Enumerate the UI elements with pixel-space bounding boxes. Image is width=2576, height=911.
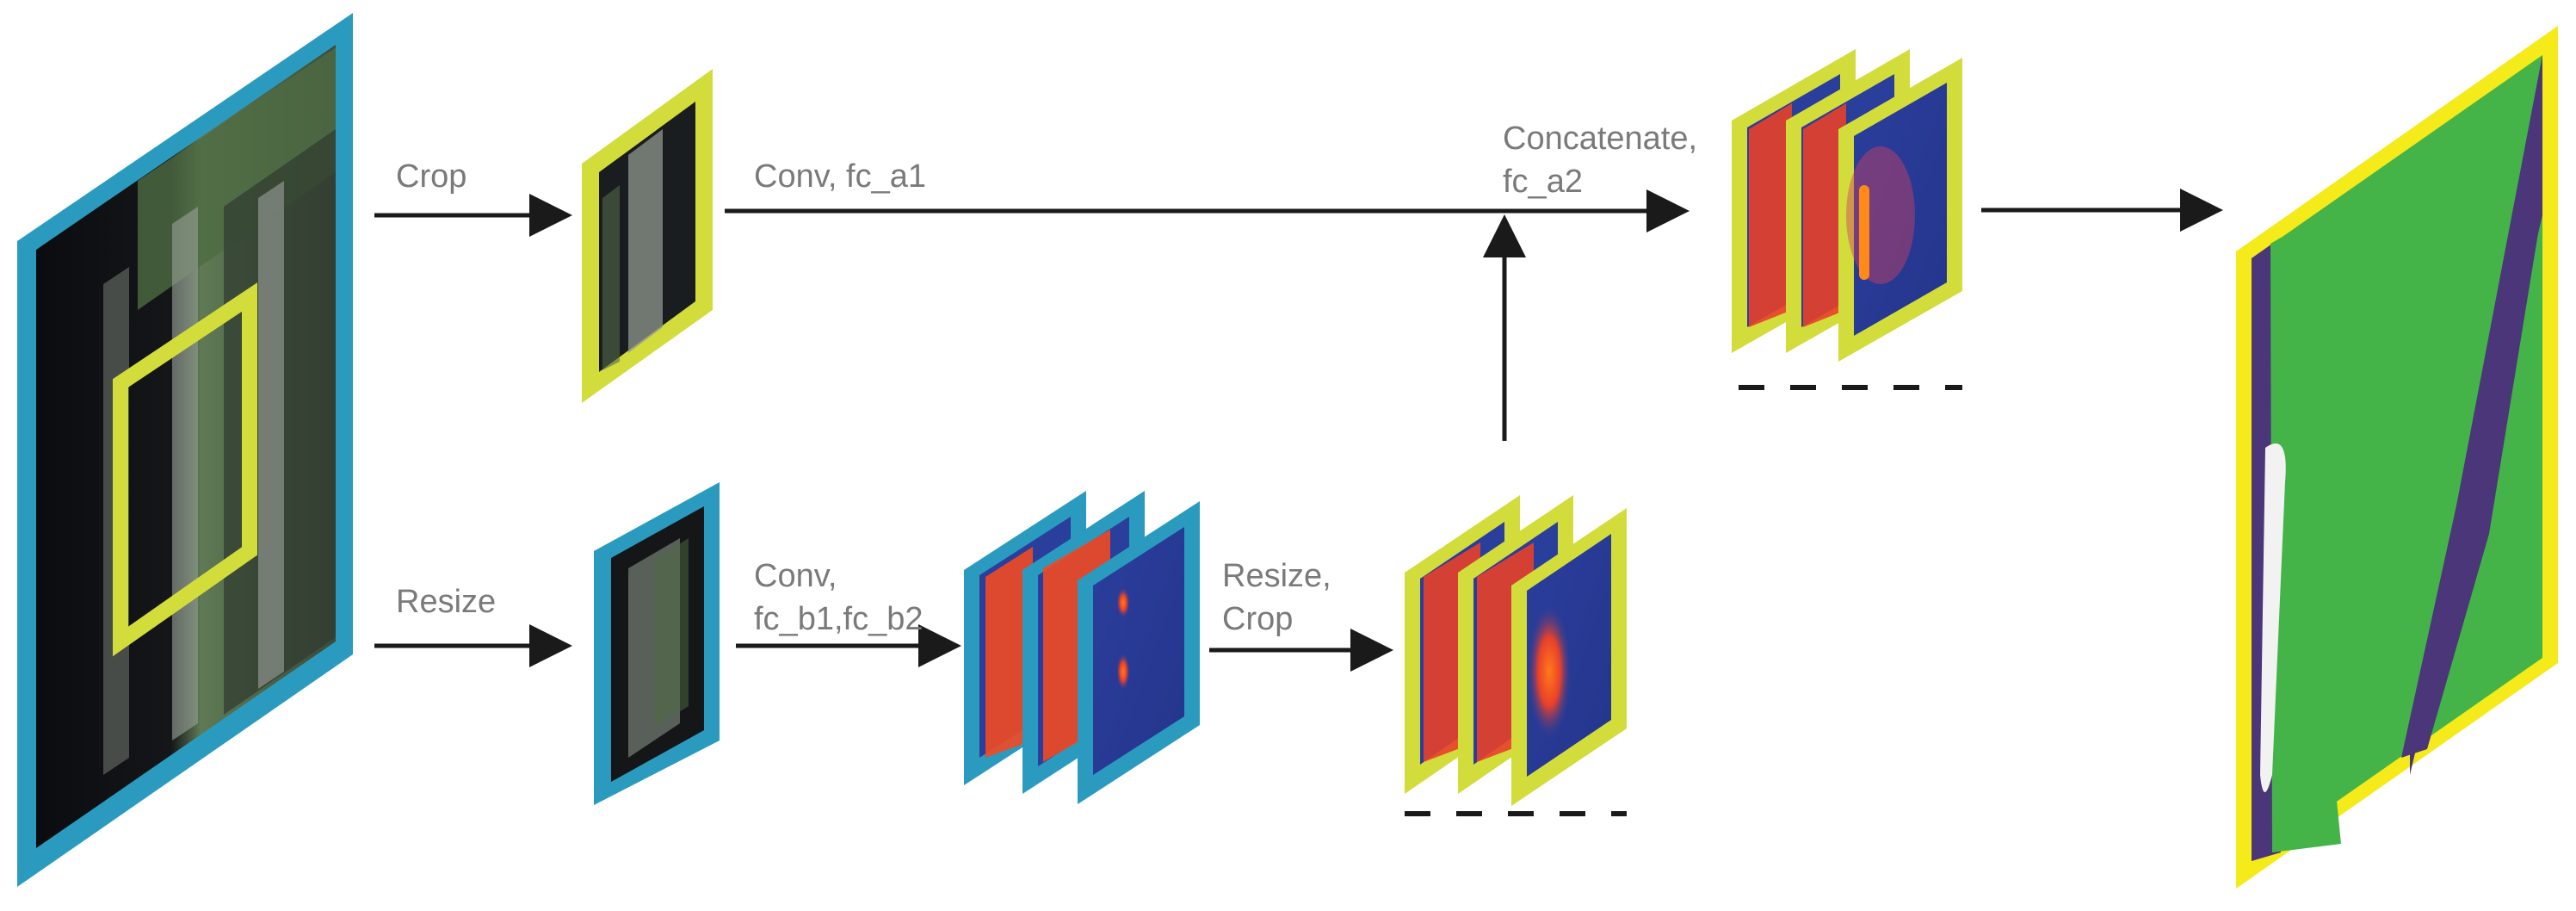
crop-window [113,282,257,657]
feature-maps-resized-cropped [1405,495,1627,806]
input-satellite-image [17,13,353,887]
label-concatenate: Concatenate, fc_a2 [1503,117,1697,203]
feature-maps-concatenated [1732,49,1962,362]
output-segmentation [2236,26,2558,889]
label-resize: Resize [396,584,497,620]
cropped-image [582,69,713,403]
label-crop: Crop [396,158,467,195]
label-resize-crop-line2: Crop [1222,601,1294,637]
label-concatenate-line1: Concatenate, [1503,121,1698,157]
label-concatenate-line2: fc_a2 [1503,164,1583,200]
feature-maps-b [964,491,1200,804]
label-resize-crop: Resize, Crop [1222,555,1331,641]
label-conv-fc-a1: Conv, fc_a1 [754,158,926,195]
label-conv-line1: Conv, [754,558,837,594]
label-conv-fc-b: Conv, fc_b1,fc_b2 [754,555,923,641]
label-resize-crop-line1: Resize, [1222,558,1331,594]
label-conv-line2: fc_b1,fc_b2 [754,601,924,637]
resized-image [594,482,720,805]
